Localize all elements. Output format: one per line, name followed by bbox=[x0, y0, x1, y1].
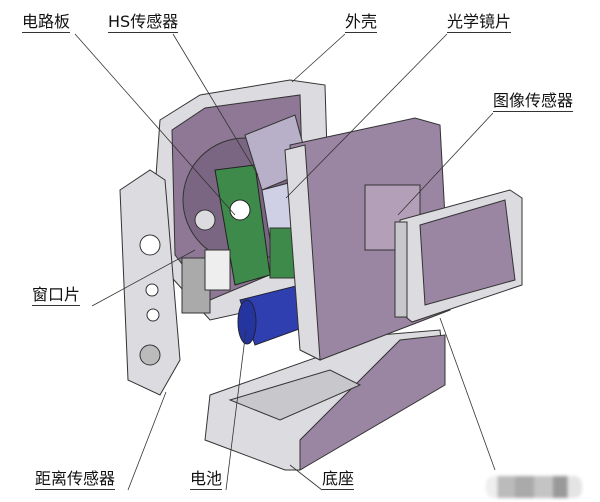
label-image-sensor: 图像传感器 bbox=[493, 91, 574, 112]
label-housing: 外壳 bbox=[345, 12, 378, 33]
image-sensor-part bbox=[394, 189, 523, 323]
label-battery: 电池 bbox=[190, 469, 223, 490]
label-distance-sensor: 距离传感器 bbox=[35, 469, 116, 490]
blurred-watermark bbox=[486, 476, 582, 498]
leader-lines bbox=[74, 33, 496, 491]
battery-part bbox=[237, 284, 311, 346]
label-hs-sensor: HS传感器 bbox=[108, 12, 179, 33]
circuit-board-part bbox=[214, 164, 271, 286]
base-part bbox=[204, 329, 446, 471]
label-window-piece: 窗口片 bbox=[32, 285, 81, 306]
label-circuit-board: 电路板 bbox=[22, 12, 71, 33]
label-base: 底座 bbox=[322, 469, 355, 490]
window-piece-part bbox=[119, 169, 181, 396]
label-optical-lens: 光学镜片 bbox=[447, 12, 512, 33]
distance-sensor-part bbox=[181, 249, 231, 314]
